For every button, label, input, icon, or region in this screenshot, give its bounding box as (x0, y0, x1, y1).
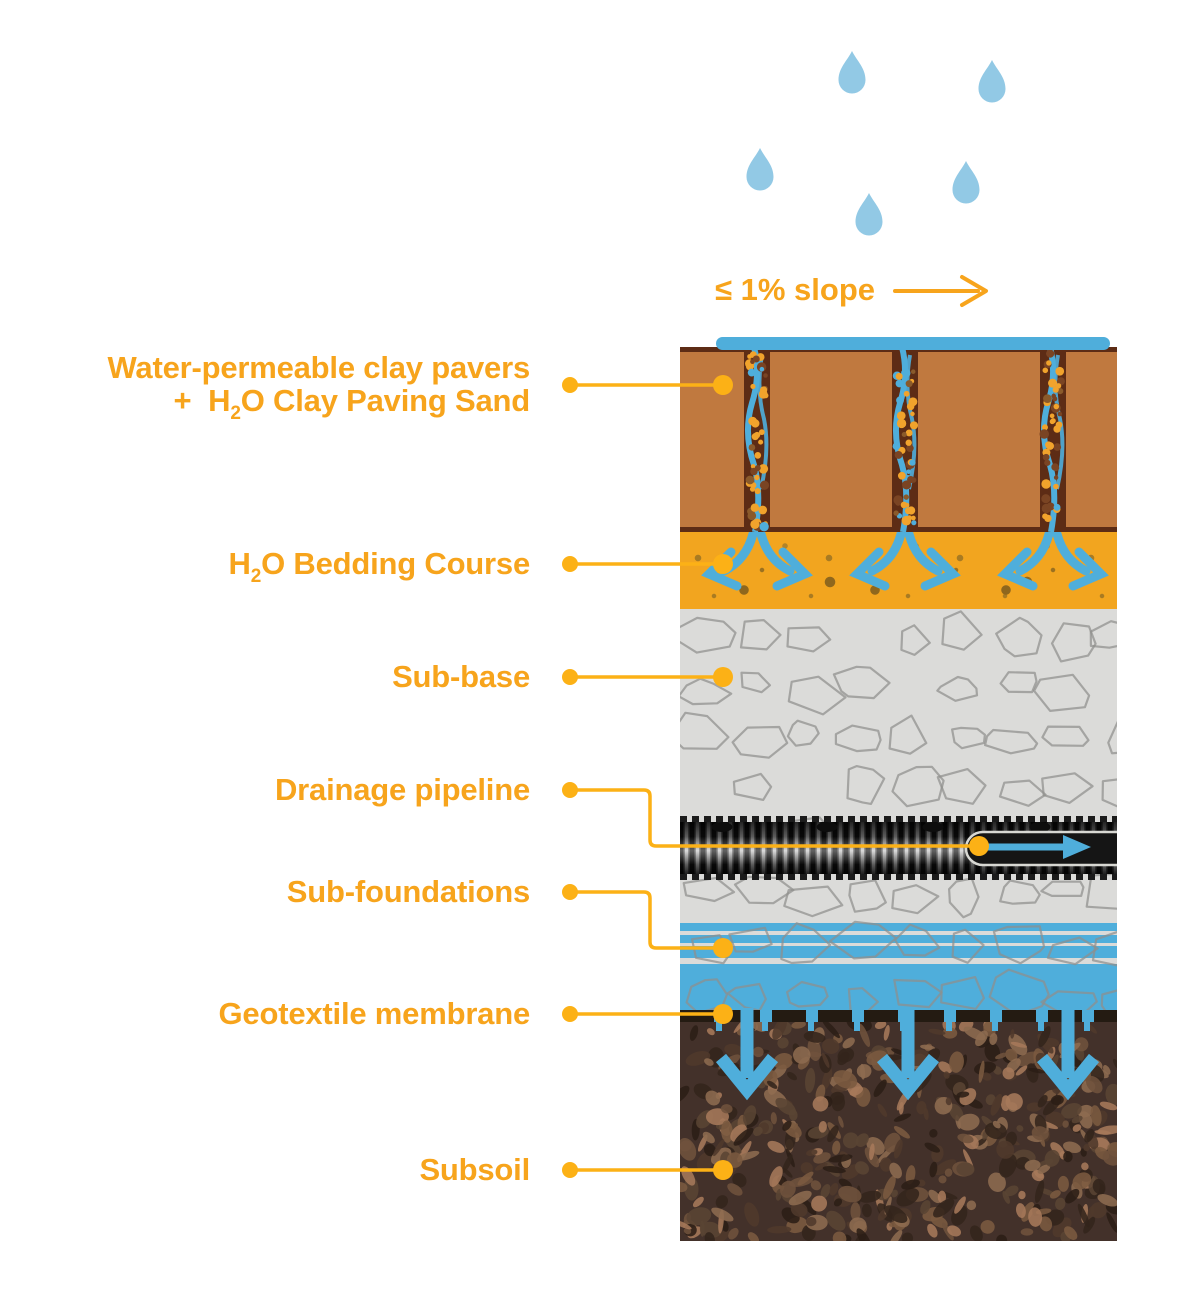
slope-arrow-icon (893, 275, 988, 307)
infiltration-arrows (715, 1008, 1100, 1101)
sub-foundation-water-stripe (680, 923, 1117, 931)
drainage-pipe (680, 816, 1117, 880)
membrane-seep-ticks (680, 1022, 1117, 1031)
water-spread-arrows (701, 532, 1109, 591)
raindrop-icon (978, 60, 1006, 103)
layer-subsoil (680, 1022, 1117, 1241)
sub-foundation-water-stripe (680, 935, 1117, 943)
pipe-cutaway-and-flow-arrow (711, 822, 1117, 867)
pipe-corrugation-teeth (680, 873, 1117, 880)
slope-label: ≤ 1% slope (714, 272, 875, 307)
clay-paver (680, 352, 744, 527)
label-sub-foundations: Sub-foundations (286, 874, 530, 909)
label-subsoil: Subsoil (419, 1152, 530, 1187)
layer-geotextile-membrane (680, 1010, 1117, 1022)
label-sub-base: Sub-base (392, 659, 530, 694)
raindrop-icon (746, 148, 774, 191)
clay-paver (1066, 352, 1117, 527)
paver-joints-with-sand (744, 347, 1066, 532)
aggregate-stones (680, 610, 1117, 1010)
sub-foundation-water-stripe (680, 946, 1117, 958)
layer-bedding-course (680, 532, 1117, 609)
label-bedding-course: H2O Bedding Course (228, 546, 531, 587)
cross-section (680, 337, 1117, 1241)
label-geotextile-membrane: Geotextile membrane (218, 996, 531, 1031)
raindrop-icon (855, 193, 883, 236)
label-drainage-pipeline: Drainage pipeline (275, 772, 530, 807)
rain-icon-group (746, 51, 1006, 236)
raindrop-icon (838, 51, 866, 94)
clay-paver (918, 352, 1040, 527)
clay-paver (770, 352, 892, 527)
layer-clay-pavers (680, 347, 1117, 532)
label-clay-pavers: Water-permeable clay pavers + H2O Clay P… (107, 350, 531, 424)
raindrop-icon (952, 161, 980, 204)
surface-water-strip (716, 337, 1110, 350)
